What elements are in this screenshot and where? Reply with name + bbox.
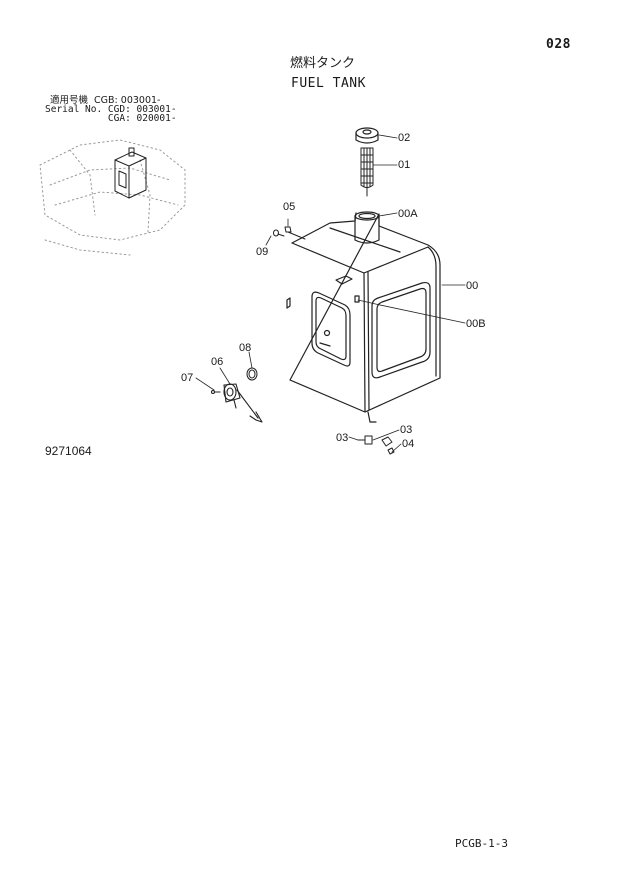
label-part-00A: 00A bbox=[398, 208, 418, 220]
figure-number: 9271064 bbox=[45, 444, 92, 458]
label-part-03-right: 03 bbox=[400, 424, 413, 436]
label-part-00: 00 bbox=[466, 280, 479, 292]
title-japanese: 燃料タンク bbox=[290, 56, 356, 71]
title-english: FUEL TANK bbox=[291, 76, 366, 91]
label-part-03-left: 03 bbox=[336, 432, 349, 444]
machine-locator-thumbnail bbox=[39, 139, 186, 256]
filler-neck bbox=[354, 211, 380, 244]
drain-parts bbox=[357, 435, 395, 455]
serial-line-2: Serial No. CGD: 003001- bbox=[45, 104, 177, 115]
serial-line-1: 適用号機 CGB: 003001- bbox=[50, 95, 161, 106]
page-number: 028 bbox=[546, 37, 571, 52]
label-part-06: 06 bbox=[211, 356, 224, 368]
label-part-00B: 00B bbox=[466, 318, 486, 330]
bolt-and-washer bbox=[273, 226, 306, 240]
leader-lines bbox=[195, 134, 466, 453]
label-part-08: 08 bbox=[239, 342, 252, 354]
strainer bbox=[360, 147, 374, 197]
fuel-cap bbox=[355, 127, 379, 144]
locator-fuel-tank-highlight bbox=[114, 147, 147, 199]
label-part-01: 01 bbox=[398, 159, 411, 171]
level-gauge-assembly bbox=[210, 383, 263, 423]
label-part-07: 07 bbox=[181, 372, 194, 384]
label-part-09: 09 bbox=[256, 246, 269, 258]
fuel-tank-body bbox=[286, 212, 441, 423]
serial-line-3: CGA: 020001- bbox=[45, 113, 177, 124]
label-part-05: 05 bbox=[283, 201, 296, 213]
footer-code: PCGB-1-3 bbox=[455, 837, 508, 850]
label-part-04: 04 bbox=[402, 438, 415, 450]
o-ring bbox=[246, 367, 258, 381]
label-part-02: 02 bbox=[398, 132, 411, 144]
